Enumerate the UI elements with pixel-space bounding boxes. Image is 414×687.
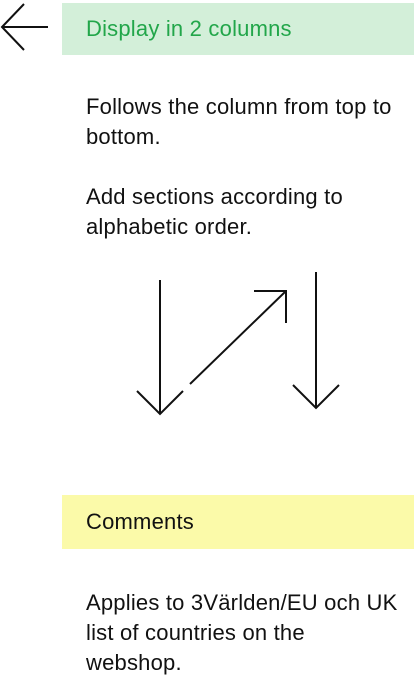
back-button[interactable] — [0, 0, 52, 52]
comments-header: Comments — [62, 495, 414, 549]
comments-title: Comments — [86, 509, 194, 534]
comments-text: Applies to 3Världen/EU och UK list of co… — [86, 590, 398, 675]
arrow-left-icon — [0, 3, 48, 51]
section-title: Display in 2 columns — [86, 16, 292, 41]
column-flow-arrows-icon — [136, 272, 340, 416]
description-column-flow: Follows the column from top to bottom. — [86, 94, 392, 149]
section-header: Display in 2 columns — [62, 3, 414, 55]
description-section-order: Add sections according to alphabetic ord… — [86, 184, 343, 239]
